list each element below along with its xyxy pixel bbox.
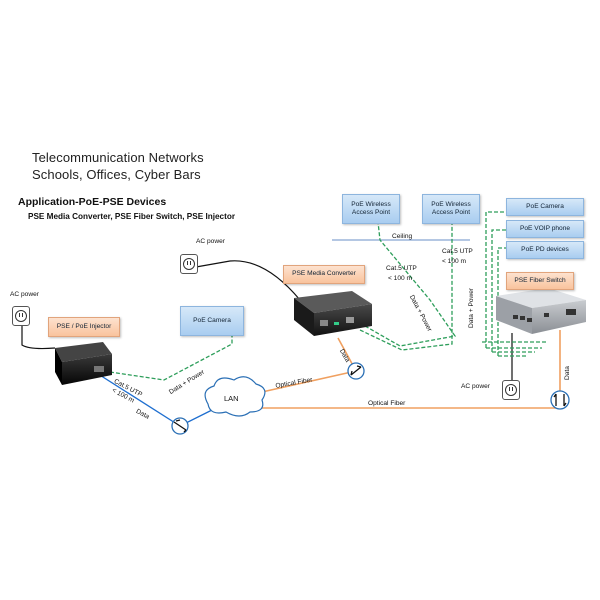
diagram-title: Application-PoE-PSE Devices: [18, 196, 167, 208]
lan-label: LAN: [224, 394, 239, 403]
diagram-subtitle: PSE Media Converter, PSE Fiber Switch, P…: [28, 212, 236, 221]
poe-link-switch-camera: [485, 211, 506, 348]
pse-fiber-switch-box: PSE Fiber Switch: [506, 272, 574, 290]
cat5-mid-label: Cat.5 UTP: [386, 265, 417, 272]
power-cable-injector: [21, 326, 56, 350]
poe-injector-device: [55, 342, 112, 385]
wireless-ap-1-box: PoE Wireless Access Point: [342, 194, 400, 224]
power-outlet-icon: [180, 254, 198, 274]
wireless-ap-2-box: PoE Wireless Access Point: [422, 194, 480, 224]
cat5-right-label: Cat.5 UTP: [442, 248, 473, 255]
intro-line-1: Telecommunication Networks: [32, 150, 204, 165]
poe-camera-right-box: PoE Camera: [506, 198, 584, 216]
poe-link-switch-voip: [491, 229, 508, 352]
fiber-converter-mc: [347, 362, 365, 380]
fiber-converter-left: [171, 417, 189, 435]
ac-power-left-label: AC power: [10, 291, 39, 298]
poe-camera-left-box: PoE Camera: [180, 306, 244, 336]
power-outlet-icon: [502, 380, 520, 400]
intro-line-2: Schools, Offices, Cyber Bars: [32, 167, 201, 182]
pse-fiber-switch-device: [496, 288, 586, 334]
cat5-mid-distance: < 100 m: [388, 275, 413, 282]
poe-link-ap1: [364, 221, 457, 347]
pse-media-converter-box: PSE Media Converter: [283, 265, 365, 284]
poe-pd-devices-box: PoE PD devices: [506, 241, 584, 259]
data-power-right-label: Data + Power: [468, 287, 475, 328]
poe-link-ap2: [359, 222, 453, 351]
pse-media-converter-device: [294, 291, 372, 336]
poe-link-camera-left: [109, 336, 233, 381]
cat5-right-distance: < 100 m: [442, 258, 467, 265]
power-outlet-icon: [12, 306, 30, 326]
optical-fiber-switch-label: Optical Fiber: [368, 400, 406, 407]
lan-cloud: [204, 376, 266, 417]
pse-injector-box: PSE / PoE Injector: [48, 317, 120, 337]
power-cable-media-converter: [195, 260, 301, 301]
fiber-converter-switch: [550, 390, 570, 410]
poe-voip-phone-box: PoE VOIP phone: [506, 220, 584, 238]
data-right-label: Data: [564, 366, 571, 380]
ac-power-right-label: AC power: [461, 383, 490, 390]
ac-power-mid-label: AC power: [196, 238, 225, 245]
ceiling-label: Ceiling: [392, 233, 413, 240]
